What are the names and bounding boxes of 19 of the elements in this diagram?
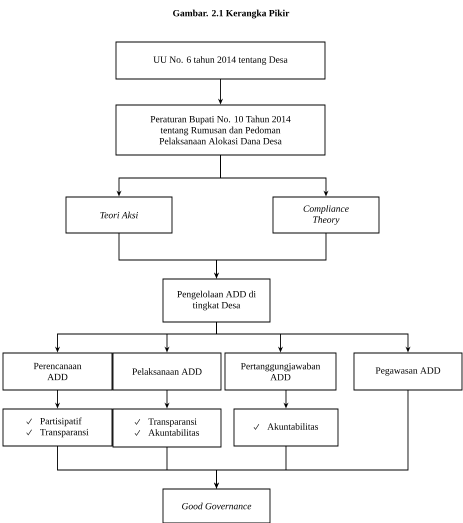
process-box: Compliance Theory [272,196,380,234]
process-box: Pegawasan ADD [354,352,462,390]
process-box: UU No. 6 tahun 2014 tentang Desa [116,42,326,80]
list-item: Partisipatif [40,418,82,426]
process-box: Pertanggungjawaban ADD [224,352,336,390]
process-box: Perencanaan ADD [2,352,112,390]
checklist-box [112,408,222,448]
process-box: Peraturan Bupati No. 10 Tahun 2014 tentang Rumusan dan Pedoman Pelaksanaan Alokasi Dana Desa [116,104,326,156]
list-item: Akuntabilitas [267,423,318,430]
process-box: Pengelolaan ADD di tingkat Desa [162,278,270,322]
list-item: Transparansi [40,428,88,438]
process-box: Good Governance [162,488,270,523]
checklist-box [2,408,112,446]
list-item: Transparansi [148,418,197,427]
list-item: Akuntabilitas [148,429,200,436]
title: Gambar. 2.1 Kerangka Pikir [173,10,290,18]
process-box: Pelaksanaan ADD [112,352,222,390]
process-box: Teori Aksi [66,196,172,234]
checklist-box [234,408,338,446]
